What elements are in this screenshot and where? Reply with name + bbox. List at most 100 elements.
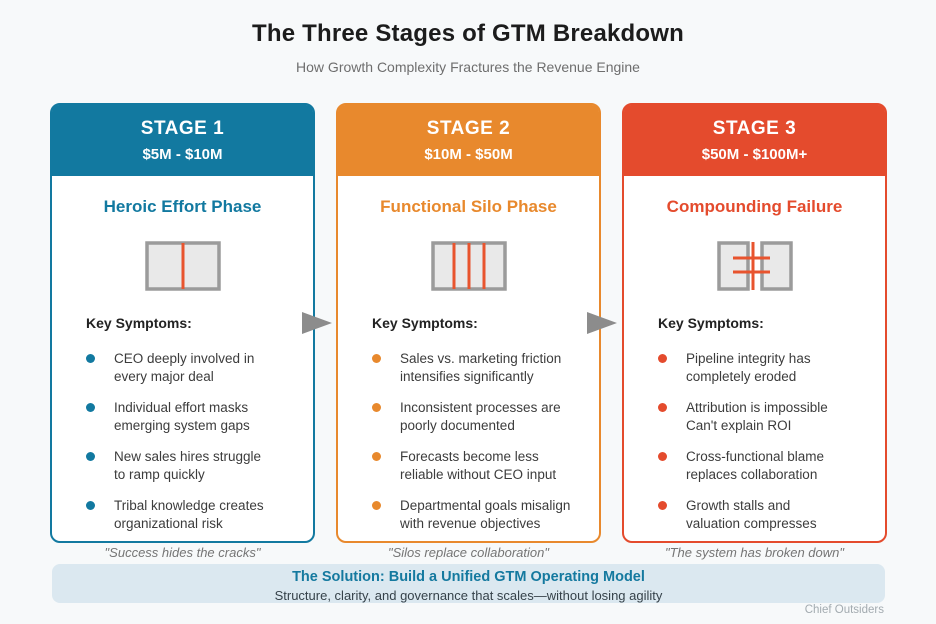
stage-quote: "Silos replace collaboration" (388, 544, 549, 560)
box-single-crack-icon (52, 241, 313, 291)
symptom-text: Forecasts become less reliable without CE… (400, 448, 599, 484)
symptom-item: Individual effort masks emerging system g… (86, 399, 313, 435)
symptom-line: completely eroded (686, 368, 797, 384)
symptom-item: Pipeline integrity has completely eroded (658, 350, 885, 386)
symptom-line: reliable without CEO input (400, 466, 557, 482)
page-header: The Three Stages of GTM Breakdown How Gr… (0, 0, 936, 75)
bullet-dot-icon (658, 451, 667, 461)
symptom-line: Attribution is impossible (686, 399, 828, 415)
symptom-text: Cross-functional blame replaces collabora… (686, 448, 885, 484)
phase-title: Functional Silo Phase (380, 197, 557, 216)
bullet-dot-icon (86, 354, 95, 363)
bullet-dot-icon (86, 500, 95, 510)
bullet-dot-icon (658, 500, 667, 510)
stage-label: STAGE 2 (426, 118, 511, 139)
symptom-item: Departmental goals misalign with revenue … (372, 497, 599, 533)
stage-revenue-range: $10M - $50M (424, 146, 513, 163)
symptom-line: valuation compresses (686, 515, 817, 531)
symptom-line: Individual effort masks (114, 399, 249, 415)
stage-quote: "Success hides the cracks" (104, 544, 261, 560)
stage-revenue-range: $5M - $10M (142, 146, 223, 163)
symptom-item: Inconsistent processes are poorly documen… (372, 399, 599, 435)
symptoms-heading: Key Symptoms: (658, 315, 764, 331)
symptom-item: Cross-functional blame replaces collabora… (658, 448, 885, 484)
symptom-line: organizational risk (114, 515, 223, 531)
stage-quote: "The system has broken down" (664, 544, 845, 560)
symptom-list: CEO deeply involved in every major deal I… (86, 337, 313, 533)
stage-1-header: STAGE 1 $5M - $10M (52, 105, 313, 176)
stage-label: STAGE 3 (712, 118, 797, 139)
phase-title: Heroic Effort Phase (103, 197, 262, 216)
symptom-text: New sales hires struggle to ramp quickly (114, 448, 313, 484)
symptom-item: Tribal knowledge creates organizational r… (86, 497, 313, 533)
symptom-line: emerging system gaps (114, 417, 250, 433)
symptom-line: Cross-functional blame (686, 448, 825, 464)
symptoms-heading: Key Symptoms: (372, 315, 478, 331)
symptoms-heading: Key Symptoms: (86, 315, 192, 331)
symptom-text: Tribal knowledge creates organizational r… (114, 497, 313, 533)
symptom-line: Pipeline integrity has (686, 351, 811, 366)
solution-banner: The Solution: Build a Unified GTM Operat… (52, 564, 885, 603)
symptom-item: CEO deeply involved in every major deal (86, 350, 313, 386)
stage-revenue-range: $50M - $100M+ (701, 146, 808, 163)
symptom-text: Pipeline integrity has completely eroded (686, 350, 885, 386)
stage-3-body: Compounding Failure Key Symptoms: Pipeli… (624, 176, 885, 586)
bullet-dot-icon (658, 402, 667, 412)
stage-3-header: STAGE 3 $50M - $100M+ (624, 105, 885, 176)
bullet-dot-icon (372, 451, 381, 461)
symptom-item: New sales hires struggle to ramp quickly (86, 448, 313, 484)
bullet-dot-icon (372, 500, 381, 510)
phase-title: Compounding Failure (666, 197, 843, 216)
stage-1-card: STAGE 1 $5M - $10M Heroic Effort Phase K… (50, 103, 315, 560)
symptom-line: Sales vs. marketing friction (400, 351, 562, 366)
arrow-right-icon (587, 312, 617, 334)
arrow-right-icon (302, 312, 332, 334)
symptom-item: Sales vs. marketing friction intensifies … (372, 350, 599, 386)
symptom-line: with revenue objectives (400, 515, 541, 531)
brand-label: Chief Outsiders (804, 604, 884, 616)
symptom-item: Growth stalls and valuation compresses (658, 497, 885, 533)
symptom-text: Sales vs. marketing friction intensifies … (400, 350, 599, 386)
solution-subtitle: Structure, clarity, and governance that … (274, 588, 663, 603)
symptom-text: Individual effort masks emerging system g… (114, 399, 313, 435)
solution-title: The Solution: Build a Unified GTM Operat… (292, 569, 645, 585)
symptom-line: every major deal (114, 368, 214, 384)
symptom-line: Growth stalls and (686, 497, 791, 513)
stage-3-card: STAGE 3 $50M - $100M+ Compounding Failur… (622, 103, 887, 560)
bullet-dot-icon (86, 402, 95, 412)
symptom-line: Tribal knowledge creates (114, 497, 264, 513)
symptom-line: poorly documented (400, 417, 515, 433)
page-title: The Three Stages of GTM Breakdown (251, 20, 684, 47)
box-broken-icon (624, 241, 885, 291)
bullet-dot-icon (86, 451, 95, 461)
symptom-item: Forecasts become less reliable without CE… (372, 448, 599, 484)
stage-2-card: STAGE 2 $10M - $50M Functional Silo Phas… (336, 103, 601, 560)
symptom-line: to ramp quickly (114, 466, 205, 482)
stage-2-header: STAGE 2 $10M - $50M (338, 105, 599, 176)
symptom-text: CEO deeply involved in every major deal (114, 350, 313, 386)
symptom-line: Forecasts become less (400, 448, 539, 464)
symptom-line: replaces collaboration (686, 466, 818, 482)
page-subtitle: How Growth Complexity Fractures the Reve… (296, 59, 640, 75)
bullet-dot-icon (658, 354, 667, 363)
symptom-list: Sales vs. marketing friction intensifies … (372, 337, 599, 533)
symptom-line: Departmental goals misalign (400, 497, 571, 513)
stage-1-body: Heroic Effort Phase Key Symptoms: CEO de… (52, 176, 313, 586)
box-silos-icon (338, 241, 599, 291)
symptom-line: intensifies significantly (400, 368, 534, 384)
bullet-dot-icon (372, 354, 381, 363)
stage-cards-row: STAGE 1 $5M - $10M Heroic Effort Phase K… (50, 103, 887, 560)
symptom-line: New sales hires struggle (114, 448, 262, 464)
symptom-text: Inconsistent processes are poorly documen… (400, 399, 599, 435)
symptom-line: Inconsistent processes are (400, 399, 561, 415)
symptom-text: Departmental goals misalign with revenue … (400, 497, 599, 533)
symptom-text: Growth stalls and valuation compresses (686, 497, 885, 533)
symptom-line: CEO deeply involved in (114, 351, 255, 366)
stage-2-body: Functional Silo Phase Key Symptoms: Sale… (338, 176, 599, 586)
stage-label: STAGE 1 (140, 118, 225, 139)
bullet-dot-icon (372, 402, 381, 412)
